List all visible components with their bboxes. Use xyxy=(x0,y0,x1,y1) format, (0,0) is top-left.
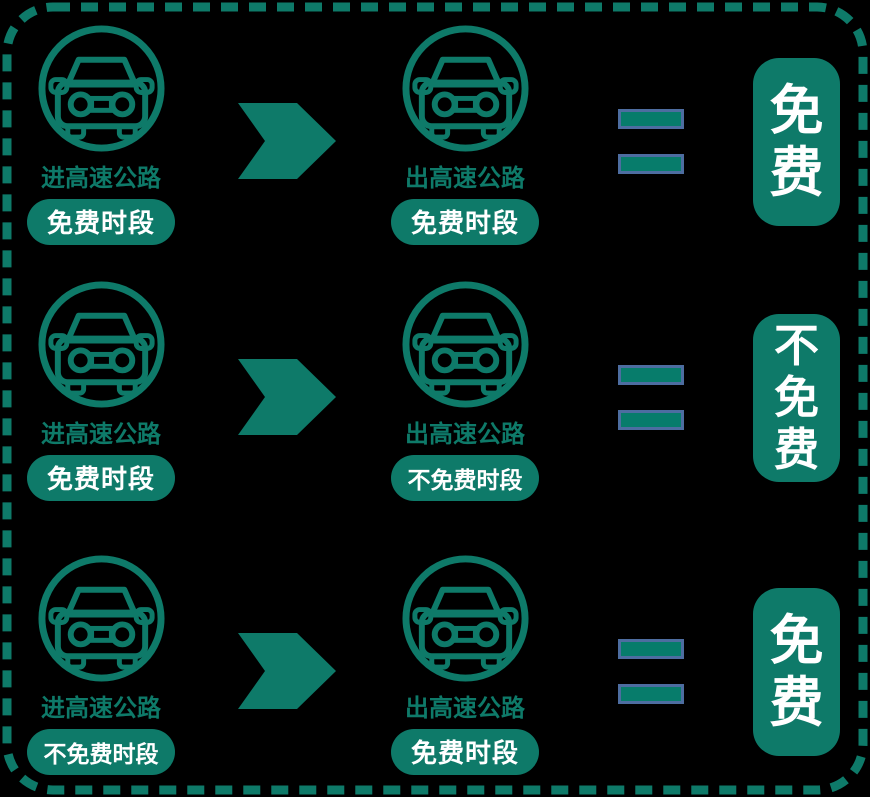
chevron-right-icon xyxy=(238,359,336,435)
chevron-right-icon xyxy=(238,103,336,179)
exit-highway-cell: 出高速公路 免费时段 xyxy=(391,553,539,775)
enter-period-badge: 不免费时段 xyxy=(27,728,175,775)
exit-highway-label: 出高速公路 xyxy=(405,165,525,192)
enter-highway-label: 进高速公路 xyxy=(41,165,161,192)
chevron-right-icon xyxy=(238,633,336,709)
enter-highway-label: 进高速公路 xyxy=(41,695,161,722)
exit-period-badge: 不免费时段 xyxy=(391,454,539,501)
enter-period-badge: 免费时段 xyxy=(27,198,175,245)
exit-highway-cell: 出高速公路 不免费时段 xyxy=(391,279,539,501)
rule-row-3: 进高速公路 不免费时段 出高速公路 免费时段 免费 xyxy=(0,553,870,785)
car-icon xyxy=(36,279,167,410)
car-icon xyxy=(36,23,167,154)
equals-icon xyxy=(618,639,684,704)
result-badge: 免费 xyxy=(753,588,840,756)
equals-icon xyxy=(618,365,684,430)
enter-highway-cell: 进高速公路 免费时段 xyxy=(27,23,175,245)
exit-highway-cell: 出高速公路 免费时段 xyxy=(391,23,539,245)
equals-icon xyxy=(618,109,684,174)
result-badge: 不免费 xyxy=(753,314,840,482)
exit-period-badge: 免费时段 xyxy=(391,728,539,775)
exit-highway-label: 出高速公路 xyxy=(405,695,525,722)
enter-highway-cell: 进高速公路 不免费时段 xyxy=(27,553,175,775)
car-icon xyxy=(36,553,167,684)
result-badge: 免费 xyxy=(753,58,840,226)
car-icon xyxy=(400,279,531,410)
rule-row-2: 进高速公路 免费时段 出高速公路 不免费时段 不免费 xyxy=(0,279,870,511)
result-text: 不免费 xyxy=(774,320,820,475)
exit-period-badge: 免费时段 xyxy=(391,198,539,245)
car-icon xyxy=(400,23,531,154)
enter-highway-cell: 进高速公路 免费时段 xyxy=(27,279,175,501)
rule-row-1: 进高速公路 免费时段 出高速公路 免费时段 免费 xyxy=(0,23,870,255)
exit-highway-label: 出高速公路 xyxy=(405,421,525,448)
enter-highway-label: 进高速公路 xyxy=(41,421,161,448)
result-text: 免费 xyxy=(769,610,824,733)
enter-period-badge: 免费时段 xyxy=(27,454,175,501)
car-icon xyxy=(400,553,531,684)
result-text: 免费 xyxy=(769,80,824,203)
